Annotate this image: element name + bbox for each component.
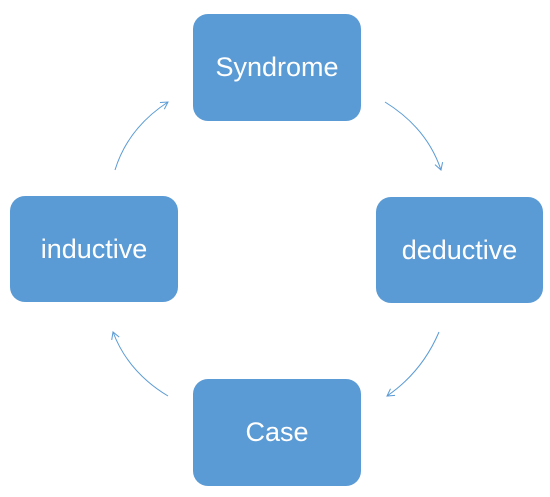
- node-case: Case: [193, 379, 361, 486]
- node-deductive-label: deductive: [401, 234, 518, 265]
- node-inductive: inductive: [10, 196, 178, 302]
- node-syndrome: Syndrome: [193, 14, 361, 121]
- arrow-top-to-right: [384, 101, 444, 171]
- node-deductive: deductive: [376, 197, 543, 303]
- node-case-label: Case: [245, 417, 309, 447]
- node-syndrome-label: Syndrome: [215, 52, 339, 82]
- arrow-bottom-to-left: [111, 331, 169, 397]
- node-inductive-label: inductive: [40, 233, 148, 264]
- arrow-right-to-bottom: [386, 331, 440, 397]
- arrow-left-to-top: [114, 101, 169, 171]
